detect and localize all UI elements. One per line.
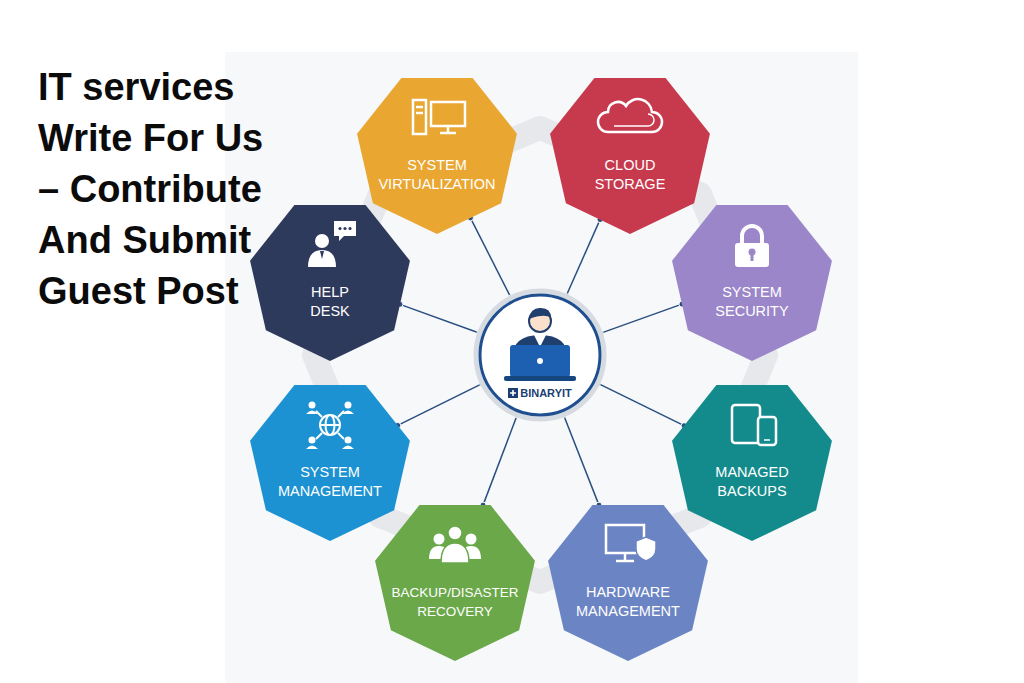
connector-line <box>470 218 511 298</box>
heptagon-shape <box>548 70 712 234</box>
service-icon <box>735 226 769 267</box>
connector-line <box>566 220 600 297</box>
service-heptagon: BACKUP/DISASTER RECOVERY <box>373 497 537 661</box>
hub-outline <box>472 287 608 423</box>
logo-row: BINARYIT <box>472 386 608 400</box>
service-heptagon: SYSTEM MANAGEMENT <box>248 377 412 541</box>
heptagon <box>250 385 410 541</box>
heptagon-shape <box>546 497 710 661</box>
connector-line <box>400 304 480 333</box>
service-label: CLOUD STORAGE <box>582 156 678 194</box>
panel <box>225 52 858 683</box>
connector-line <box>563 415 599 506</box>
label-wrap: SYSTEM SECURITY <box>670 283 834 321</box>
heptagon <box>357 78 517 234</box>
service-label: SYSTEM VIRTUALIZATION <box>373 156 501 194</box>
service-icon <box>429 526 481 563</box>
service-label: BACKUP/DISASTER RECOVERY <box>387 583 523 621</box>
service-heptagon: SYSTEM VIRTUALIZATION <box>355 70 519 234</box>
heptagon-shape <box>373 497 537 661</box>
service-heptagon: SYSTEM SECURITY <box>670 197 834 361</box>
label-wrap: BACKUP/DISASTER RECOVERY <box>373 583 537 621</box>
label-wrap: HELP DESK <box>248 283 412 321</box>
heptagon <box>375 505 535 661</box>
service-label: MANAGED BACKUPS <box>704 463 800 501</box>
service-icon <box>306 402 354 450</box>
logo-text: BINARYIT <box>520 387 572 400</box>
service-icon <box>606 525 656 561</box>
service-label: HELP DESK <box>300 283 360 321</box>
connector-line <box>483 415 517 505</box>
service-icon <box>413 100 465 134</box>
connector-line <box>600 304 682 333</box>
logo-mark <box>508 388 520 398</box>
heptagon-shape <box>355 70 519 234</box>
connector-line <box>398 383 483 425</box>
label-wrap: HARDWARE MANAGEMENT <box>546 583 710 621</box>
service-label: SYSTEM SECURITY <box>704 283 800 321</box>
heptagon <box>672 205 832 361</box>
connector-line <box>597 383 684 425</box>
service-heptagon: HELP DESK <box>248 197 412 361</box>
heptagon-shape <box>248 377 412 541</box>
heptagon <box>548 505 708 661</box>
heptagon <box>250 205 410 361</box>
service-heptagon: MANAGED BACKUPS <box>670 377 834 541</box>
hub-circle: BINARYIT <box>472 287 608 423</box>
label-wrap: MANAGED BACKUPS <box>670 463 834 501</box>
heptagon-shape <box>670 197 834 361</box>
service-label: SYSTEM MANAGEMENT <box>275 463 385 501</box>
heptagon <box>550 78 710 234</box>
label-wrap: SYSTEM VIRTUALIZATION <box>355 156 519 194</box>
label-wrap: SYSTEM MANAGEMENT <box>248 463 412 501</box>
service-heptagon: HARDWARE MANAGEMENT <box>546 497 710 661</box>
heptagon-shape <box>248 197 412 361</box>
service-label: HARDWARE MANAGEMENT <box>572 583 684 621</box>
label-wrap: CLOUD STORAGE <box>548 156 712 194</box>
service-icon <box>732 405 776 445</box>
page-title: IT services Write For Us – Contribute An… <box>38 62 270 317</box>
heptagon <box>672 385 832 541</box>
heptagon-shape <box>670 377 834 541</box>
service-icon <box>598 99 662 132</box>
service-icon <box>308 221 356 267</box>
service-heptagon: CLOUD STORAGE <box>548 70 712 234</box>
